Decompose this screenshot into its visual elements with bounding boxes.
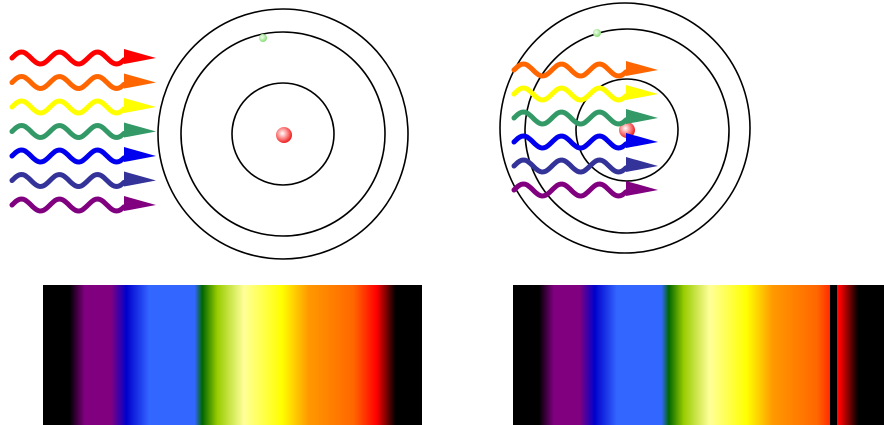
light-wave-arrow [511, 61, 658, 79]
wave-line [9, 147, 127, 165]
absorption-line [830, 285, 837, 425]
light-wave-arrow [9, 122, 156, 141]
spectrum-continuous [43, 285, 422, 425]
light-wave-arrow [9, 73, 156, 92]
light-wave-arrow [511, 109, 658, 127]
nucleus [619, 122, 635, 138]
spectrum-band [43, 285, 422, 425]
inner-orbit [575, 78, 679, 182]
light-wave-arrow [511, 85, 658, 103]
arrowhead [124, 49, 156, 64]
wave-line [511, 157, 629, 175]
electron [593, 29, 601, 37]
wave-line [511, 133, 629, 151]
electron [259, 34, 267, 42]
arrowhead [626, 61, 658, 76]
arrowhead [626, 157, 658, 172]
outer-orbit [499, 2, 751, 254]
wave-line [511, 181, 629, 199]
light-wave-arrow [9, 98, 156, 116]
arrowhead [124, 147, 156, 162]
middle-orbit [180, 31, 386, 237]
arrowhead [124, 171, 156, 187]
light-wave-arrow [9, 171, 156, 190]
light-wave-arrow [9, 147, 156, 165]
arrowhead [124, 98, 156, 113]
light-wave-arrow [511, 133, 658, 151]
light-wave-arrow [511, 181, 658, 199]
panel-after [499, 2, 884, 425]
wave-line [511, 85, 629, 103]
spectrum-band [513, 285, 884, 425]
arrowhead [626, 85, 658, 100]
atom [499, 2, 751, 254]
incoming-light-waves [9, 49, 156, 214]
wave-line [9, 196, 127, 214]
arrowhead [124, 196, 156, 211]
wave-line [511, 61, 629, 79]
panel-before [9, 8, 422, 425]
inner-orbit [231, 82, 335, 186]
middle-orbit [524, 28, 730, 234]
atom [157, 8, 409, 260]
wave-line [9, 98, 127, 116]
outer-orbit [157, 8, 409, 260]
light-wave-arrow [511, 157, 658, 175]
arrowhead [124, 73, 156, 89]
wave-line [9, 49, 127, 67]
light-wave-arrow [9, 196, 156, 214]
wave-line [9, 171, 127, 190]
arrowhead [124, 122, 156, 138]
arrowhead [626, 133, 658, 148]
arrowhead [626, 109, 658, 124]
light-wave-arrow [9, 49, 156, 67]
wave-line [9, 73, 127, 92]
arrowhead [626, 181, 658, 196]
incoming-light-waves [511, 61, 658, 199]
nucleus [276, 127, 292, 143]
spectrum-absorption [513, 285, 884, 425]
wave-line [9, 122, 127, 141]
wave-line [511, 109, 629, 127]
